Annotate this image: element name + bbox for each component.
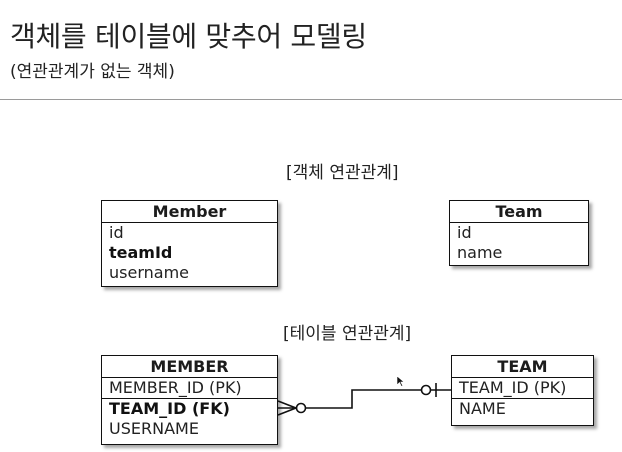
member-object-box: Member id teamId username [101,200,278,287]
team-table-name: TEAM [452,356,593,378]
crows-foot-many-icon [277,400,299,416]
team-table-box: TEAM TEAM_ID (PK) NAME [451,355,594,426]
object-relation-label: [객체 연관관계] [286,163,399,183]
mouse-cursor-icon [396,375,405,387]
team-table-columns-section: NAME [452,399,593,419]
member-table-pk: MEMBER_ID (PK) [109,378,242,397]
optional-circle-member-icon [295,402,307,414]
team-object-name: Team [450,201,588,223]
team-object-attr-name: name [457,243,503,262]
relationship-line [278,389,451,409]
member-object-attr-id: id [109,223,124,242]
member-table-pk-section: MEMBER_ID (PK) [102,378,277,399]
member-object-name: Member [102,201,277,223]
member-table-column-username: USERNAME [109,419,199,438]
team-object-attr-id: id [457,223,472,242]
member-table-name: MEMBER [102,356,277,378]
team-table-column-name: NAME [459,399,506,418]
team-table-pk: TEAM_ID (PK) [459,378,567,397]
team-object-box: Team id name [449,200,589,266]
member-object-attr-username: username [109,263,189,282]
slide-subtitle: (연관관계가 없는 객체) [10,62,175,82]
title-divider [0,99,622,100]
slide-title: 객체를 테이블에 맞추어 모델링 [10,20,367,53]
member-object-attr-teamid: teamId [109,243,173,262]
team-table-pk-section: TEAM_ID (PK) [452,378,593,399]
member-table-columns-section: TEAM_ID (FK) USERNAME [102,399,277,439]
table-relation-label: [테이블 연관관계] [283,324,412,344]
member-table-box: MEMBER MEMBER_ID (PK) TEAM_ID (FK) USERN… [101,355,278,445]
optional-circle-team-icon [420,384,432,396]
member-table-fk: TEAM_ID (FK) [109,399,230,418]
